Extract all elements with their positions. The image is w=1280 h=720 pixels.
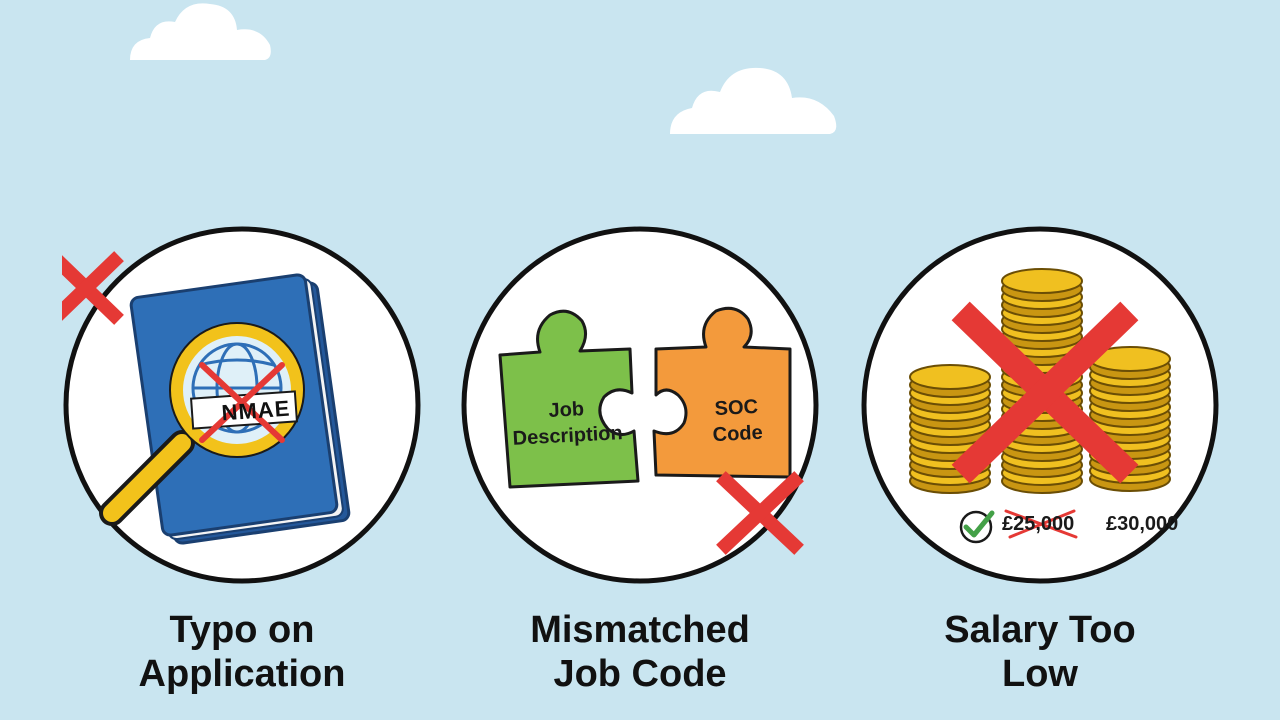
piece-left-label: Job Description	[501, 394, 634, 453]
check-icon	[959, 510, 995, 544]
piece-right-line2: Code	[712, 421, 764, 447]
coins-illustration	[861, 226, 1219, 584]
old-salary: £25,000	[1002, 513, 1075, 535]
caption-typo: Typo on Application	[62, 608, 422, 696]
caption-typo-line2: Application	[138, 653, 346, 695]
caption-salary: Salary Too Low	[860, 608, 1220, 696]
caption-salary-line2: Low	[1002, 653, 1078, 695]
caption-job-code-line2: Job Code	[553, 653, 727, 695]
caption-typo-line1: Typo on	[169, 609, 315, 651]
caption-job-code-line1: Mismatched	[530, 609, 750, 651]
reject-x-icon	[951, 301, 1139, 484]
panel-typo: NMAE	[62, 225, 422, 585]
magnifier-icon	[99, 322, 305, 526]
panel-salary: £25,000 £30,000	[860, 225, 1220, 585]
new-salary: £30,000	[1106, 513, 1179, 535]
typo-illustration	[62, 226, 421, 584]
name-error-cross-icon	[199, 362, 285, 443]
cloud-right	[670, 67, 837, 134]
panel-job-code: Job Description SOC Code	[460, 225, 820, 585]
old-salary-strike-icon	[1004, 509, 1078, 539]
piece-right-label: SOC Code	[691, 393, 784, 450]
reject-x-icon	[716, 471, 804, 555]
puzzle-illustration	[461, 226, 819, 584]
caption-salary-line1: Salary Too	[944, 609, 1136, 651]
puzzle-piece-green-icon	[498, 309, 640, 489]
caption-job-code: Mismatched Job Code	[460, 608, 820, 696]
reject-x-icon	[62, 251, 124, 325]
cloud-left	[130, 3, 271, 61]
